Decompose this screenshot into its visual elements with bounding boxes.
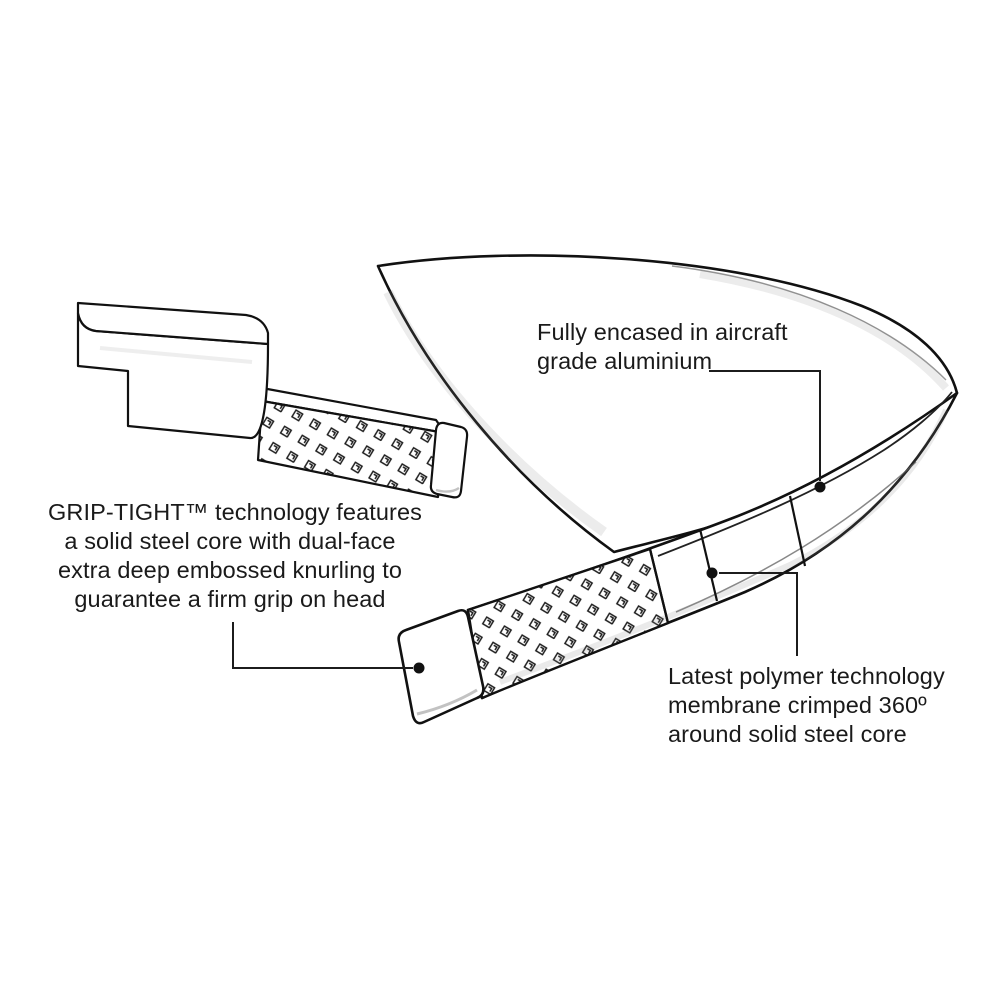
callout-grip-text: GRIP-TIGHT™ technology features a solid … <box>48 498 423 614</box>
straight-section-sample <box>76 301 469 499</box>
callout-grip-line-1: GRIP-TIGHT™ technology features <box>48 499 423 525</box>
callout-encased-text: Fully encased in aircraft grade aluminiu… <box>537 318 788 376</box>
crimp-cut-line-3 <box>788 495 807 567</box>
callout-dots <box>413 481 826 674</box>
head-shading-left <box>383 289 607 537</box>
callout-encased-line-1: Fully encased in aircraft <box>537 319 788 345</box>
crimp-cut-line-2 <box>698 528 719 602</box>
grip-dot <box>413 662 425 674</box>
bar-end-face <box>429 421 469 499</box>
far-rim-edge-line <box>671 265 947 381</box>
callout-grip-line-4: guarantee a firm grip on head <box>74 586 386 612</box>
bar-knurled-face <box>256 399 447 499</box>
grip-leader-line <box>232 622 413 669</box>
callout-leaders <box>232 370 821 669</box>
end-face-shading <box>416 688 478 716</box>
band-lip-line-bottom <box>675 461 917 613</box>
flange-top-face <box>76 301 270 346</box>
head-shading-top <box>699 270 949 391</box>
bar-end-face-shading <box>435 486 460 493</box>
callout-polymer-text: Latest polymer technology membrane crimp… <box>668 662 945 749</box>
hoop-end-face <box>397 608 485 725</box>
callout-polymer-line-1: Latest polymer technology <box>668 663 945 689</box>
encased-dot <box>814 481 826 493</box>
hoop-main-assembly <box>376 254 959 725</box>
callout-grip-line-2: a solid steel core with dual-face <box>64 528 396 554</box>
polymer-dot <box>706 567 718 579</box>
encased-leader-line <box>709 370 821 481</box>
band-lip-line-top <box>657 391 953 557</box>
flange-shading <box>99 346 253 364</box>
callout-encased-line-2: grade aluminium <box>537 348 713 374</box>
band-shading-bottom <box>498 408 949 685</box>
callout-polymer-line-3: around solid steel core <box>668 721 907 747</box>
band-knurled-core <box>466 547 670 700</box>
crimp-cut-line-1 <box>648 548 670 624</box>
callout-grip-line-3: extra deep embossed knurling to <box>57 557 403 583</box>
callout-polymer-line-2: membrane crimped 360º <box>668 692 927 718</box>
polymer-leader-line <box>719 572 798 656</box>
